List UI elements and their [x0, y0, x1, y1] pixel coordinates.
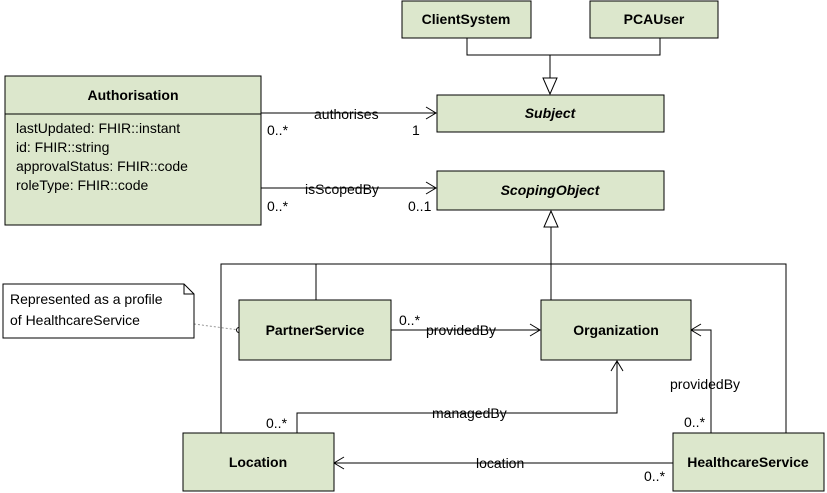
class-organization-name: Organization — [573, 322, 659, 338]
location-label: location — [476, 455, 524, 471]
managed-by-source-multiplicity: 0..* — [266, 415, 288, 431]
authorisation-attribute: id: FHIR::string — [16, 139, 109, 155]
class-scoping-object: ScopingObject — [436, 170, 665, 211]
class-authorisation: Authorisation lastUpdated: FHIR::instant… — [4, 75, 262, 226]
class-client-system-name: ClientSystem — [422, 11, 511, 27]
hs-provided-by-label: providedBy — [670, 376, 740, 392]
authorises-target-multiplicity: 1 — [412, 122, 420, 138]
is-scoped-by-label: isScopedBy — [305, 181, 379, 197]
authorisation-attribute: approvalStatus: FHIR::code — [16, 158, 188, 174]
authorisation-attribute: roleType: FHIR::code — [16, 177, 148, 193]
authorises-label: authorises — [314, 106, 379, 122]
is-scoped-by-target-multiplicity: 0..1 — [408, 198, 432, 214]
class-organization: Organization — [540, 299, 692, 361]
association-authorises: authorises 0..* 1 — [261, 106, 437, 138]
class-healthcare-service-name: HealthcareService — [687, 454, 809, 470]
class-client-system: ClientSystem — [401, 0, 532, 39]
class-partner-service-name: PartnerService — [266, 322, 365, 338]
class-location: Location — [182, 432, 335, 492]
association-hs-provided-by: providedBy 0..* — [670, 323, 740, 433]
generalization-subject — [466, 38, 661, 96]
managed-by-label: managedBy — [432, 405, 507, 421]
class-subject-name: Subject — [525, 105, 577, 121]
is-scoped-by-source-multiplicity: 0..* — [267, 198, 289, 214]
association-location: location 0..* — [333, 455, 673, 484]
partner-provided-by-label: providedBy — [426, 322, 496, 338]
note-partner-service: Represented as a profile of HealthcareSe… — [2, 283, 242, 339]
class-healthcare-service: HealthcareService — [672, 432, 825, 492]
authorises-source-multiplicity: 0..* — [267, 122, 289, 138]
class-pca-user-name: PCAUser — [624, 11, 685, 27]
location-source-multiplicity: 0..* — [644, 468, 666, 484]
note-line-1: Represented as a profile — [10, 291, 163, 307]
class-authorisation-name: Authorisation — [88, 87, 179, 103]
class-scoping-object-name: ScopingObject — [501, 182, 601, 198]
class-subject: Subject — [436, 94, 665, 133]
class-partner-service: PartnerService — [238, 299, 392, 361]
partner-provided-by-source-multiplicity: 0..* — [399, 312, 421, 328]
association-managed-by: managedBy 0..* — [266, 360, 624, 433]
association-partner-provided-by: providedBy 0..* — [391, 312, 541, 338]
authorisation-attribute: lastUpdated: FHIR::instant — [16, 120, 180, 136]
class-location-name: Location — [229, 454, 287, 470]
generalization-scoping-object — [220, 209, 787, 433]
association-is-scoped-by: isScopedBy 0..* 0..1 — [261, 181, 437, 214]
hs-provided-by-source-multiplicity: 0..* — [684, 414, 706, 430]
class-pca-user: PCAUser — [589, 0, 719, 39]
note-line-2: of HealthcareService — [10, 312, 140, 328]
